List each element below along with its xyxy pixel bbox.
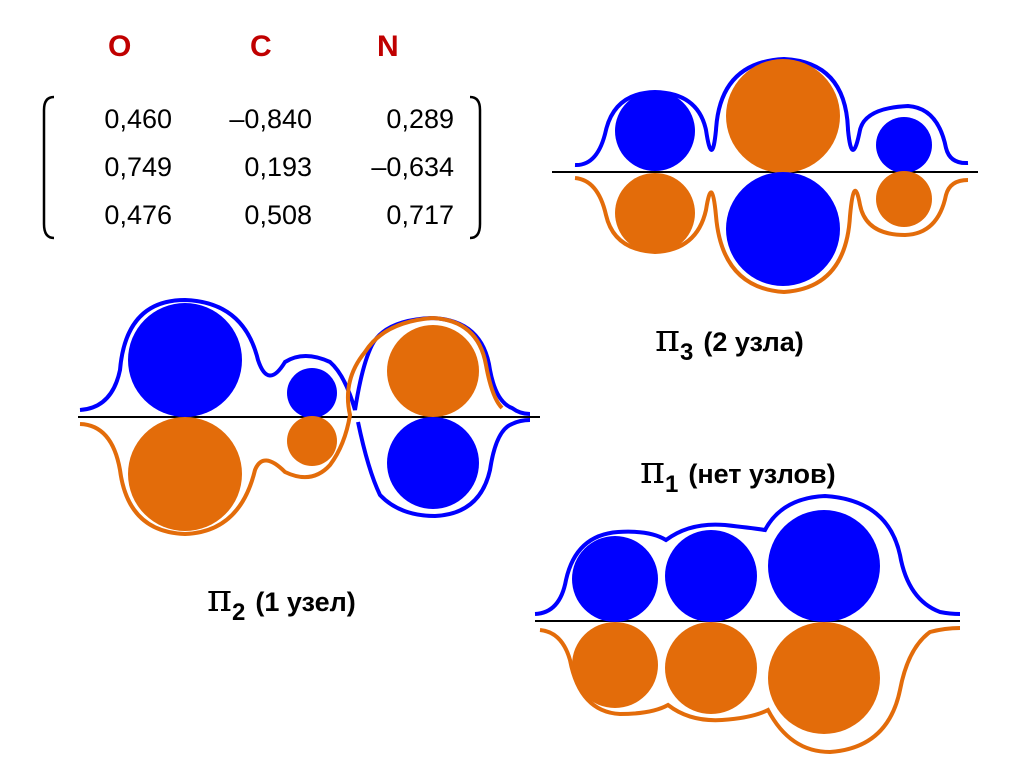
pi2-index: 2 — [231, 599, 246, 626]
pi3-index: 3 — [679, 339, 694, 366]
pi1-top-envelope — [534, 493, 961, 616]
pi1-label: (нет узлов) — [688, 459, 836, 489]
matrix-cell: 0,476 — [104, 200, 172, 230]
pi1-c-bottom-lobe — [665, 622, 757, 714]
pi2-caption: π2 (1 узел) — [207, 576, 356, 626]
pi2-n-top-lobe — [387, 325, 479, 417]
matrix-cell: 0,460 — [104, 104, 172, 134]
matrix-cell: –0,840 — [229, 104, 312, 134]
pi2-label: (1 узел) — [255, 587, 356, 617]
pi2-o-bottom-lobe — [128, 417, 242, 531]
header-c: C — [250, 30, 272, 63]
pi1-orbital — [534, 493, 961, 755]
pi3-c-bottom-lobe — [726, 172, 840, 286]
pi2-symbol: π — [207, 576, 232, 620]
matrix-cell: 0,508 — [244, 200, 312, 230]
matrix-cell: –0,634 — [371, 152, 454, 182]
pi3-orbital — [552, 56, 978, 295]
pi1-bottom-envelope — [539, 626, 961, 755]
matrix-cell: 0,749 — [104, 152, 172, 182]
pi3-caption: π3 (2 узла) — [655, 316, 804, 366]
pi1-n-bottom-lobe — [768, 622, 880, 734]
pi1-o-top-lobe — [572, 536, 658, 622]
pi3-o-top-lobe — [615, 91, 695, 171]
pi2-bottom-envelope — [79, 315, 504, 537]
pi2-c-top-lobe — [287, 368, 337, 418]
pi3-c-top-lobe — [726, 59, 840, 173]
matrix-cell: 0,193 — [244, 152, 312, 182]
matrix-right-bracket — [469, 95, 482, 240]
pi1-index: 1 — [664, 471, 679, 498]
matrix-cell: 0,717 — [386, 200, 454, 230]
pi2-lower-right-envelope — [356, 418, 531, 519]
pi1-symbol: π — [640, 448, 665, 492]
pi3-n-top-lobe — [876, 117, 932, 173]
pi1-c-top-lobe — [665, 530, 757, 622]
pi3-o-bottom-lobe — [615, 173, 695, 253]
pi1-n-top-lobe — [768, 510, 880, 622]
pi3-n-bottom-lobe — [876, 171, 932, 227]
pi3-symbol: π — [655, 316, 680, 360]
pi2-orbital — [78, 297, 540, 537]
header-n: N — [377, 30, 399, 63]
pi2-top-envelope — [79, 297, 531, 416]
pi1-o-bottom-lobe — [572, 622, 658, 708]
pi1-caption: π1 (нет узлов) — [640, 448, 836, 498]
pi3-label: (2 узла) — [703, 327, 804, 357]
matrix-left-bracket — [42, 95, 55, 240]
matrix-cell: 0,289 — [386, 104, 454, 134]
pi2-n-bottom-lobe — [387, 417, 479, 509]
pi2-c-bottom-lobe — [287, 416, 337, 466]
pi2-o-top-lobe — [128, 303, 242, 417]
header-o: O — [108, 30, 132, 63]
